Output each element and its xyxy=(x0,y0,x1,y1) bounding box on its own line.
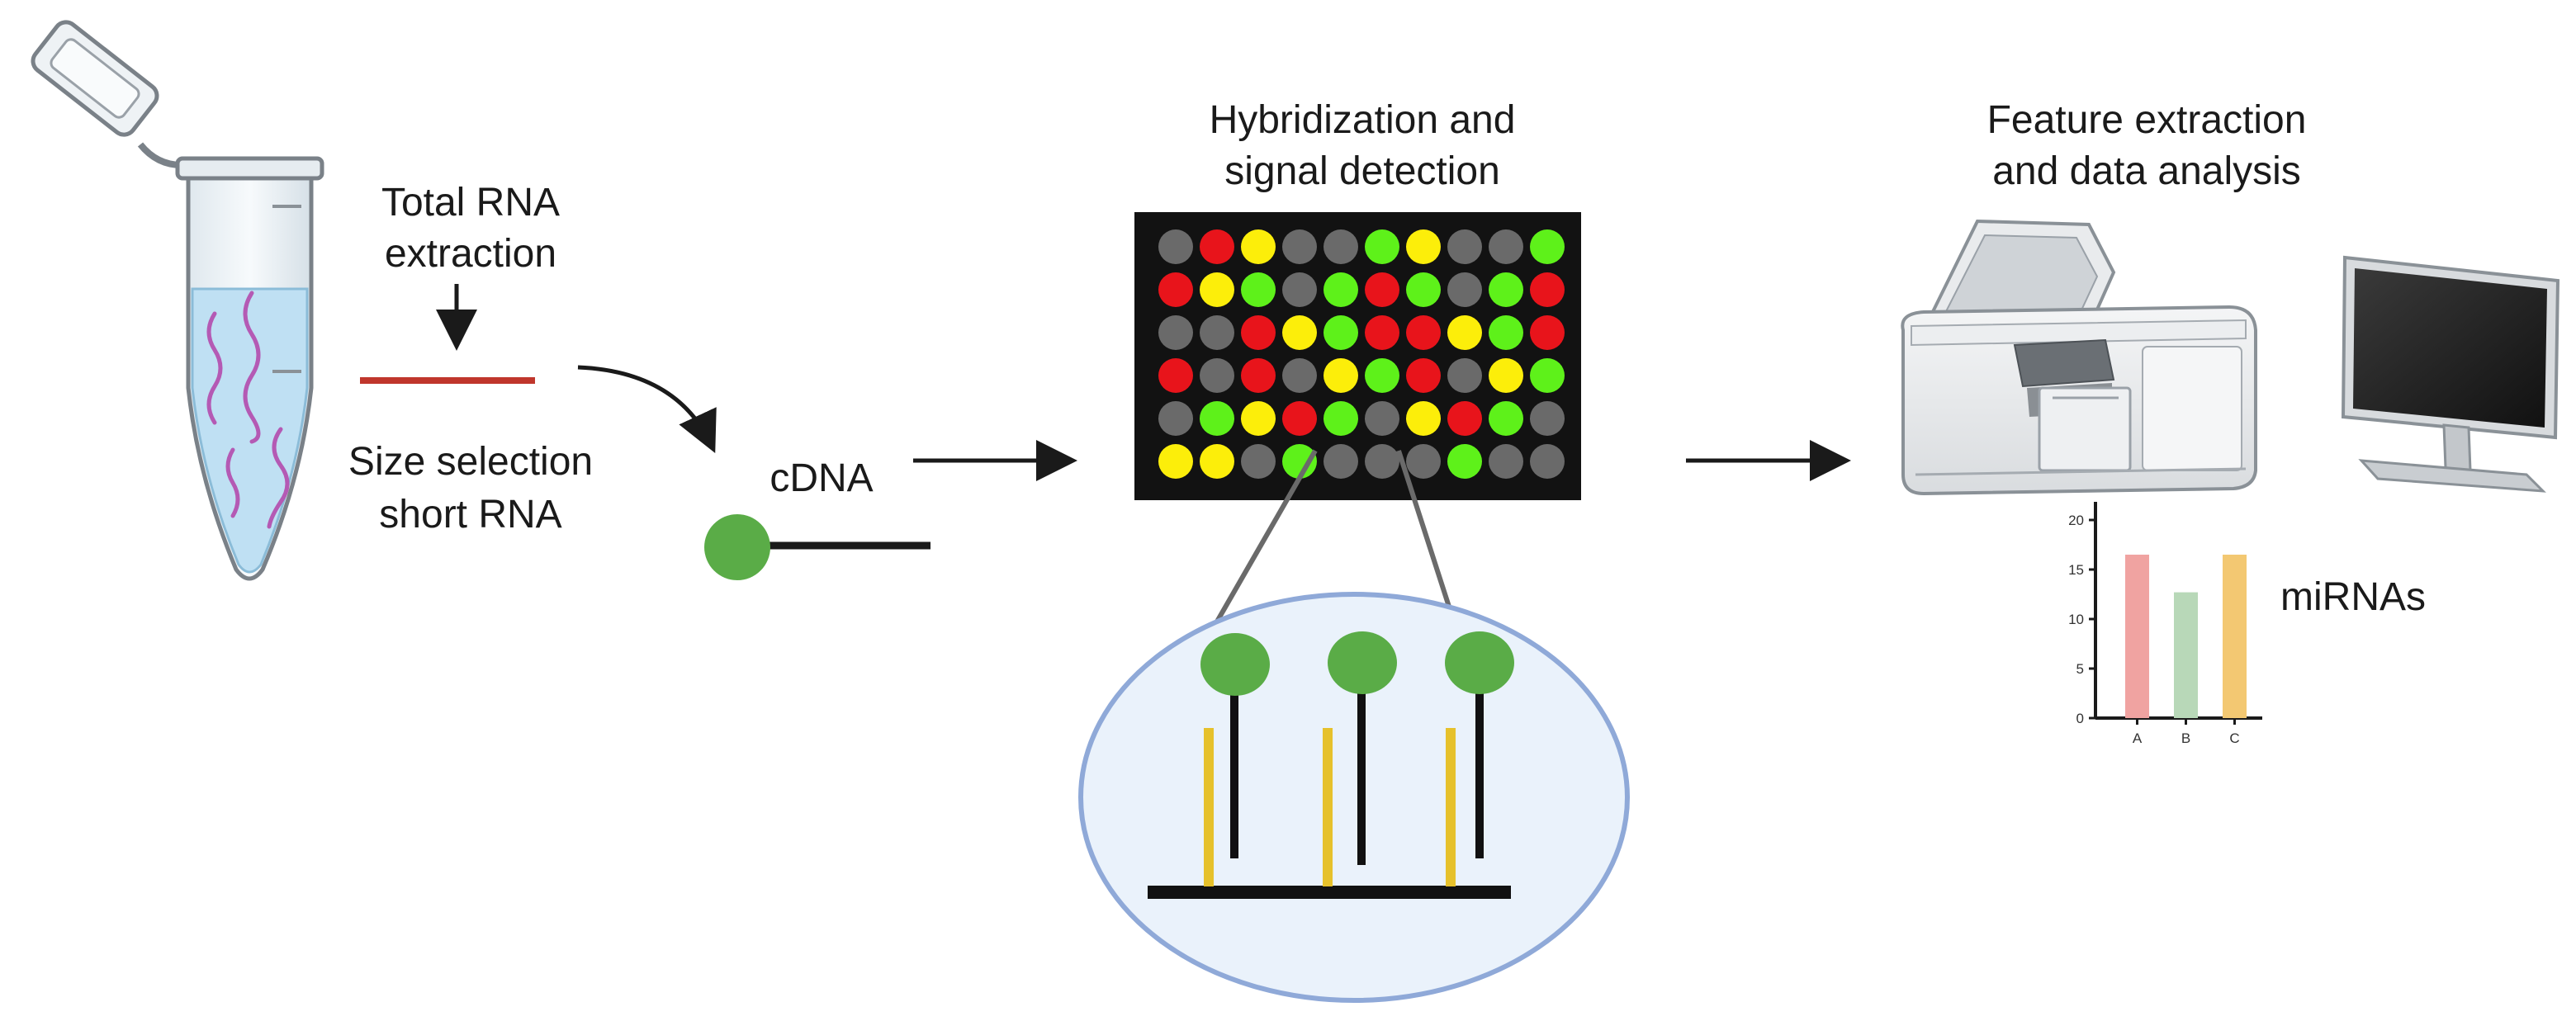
array-spot-red xyxy=(1406,315,1441,350)
array-spot-green xyxy=(1200,401,1234,436)
array-spot-red xyxy=(1241,315,1276,350)
mirna-bar-chart: 0 5 10 15 20A B C xyxy=(2068,502,2262,746)
cdna-probe-icon xyxy=(704,514,930,580)
hybridization-zoom xyxy=(1078,592,1630,1003)
array-spot-grey xyxy=(1489,444,1523,479)
y-tick-label: 5 xyxy=(2076,661,2084,677)
array-spot-grey xyxy=(1241,444,1276,479)
array-spot-yellow xyxy=(1200,272,1234,307)
array-spot-green xyxy=(1530,229,1565,264)
array-spot-green xyxy=(1406,272,1441,307)
array-spot-grey xyxy=(1406,444,1441,479)
x-tick-label: B xyxy=(2181,730,2190,746)
array-spot-red xyxy=(1200,229,1234,264)
array-spot-grey xyxy=(1282,358,1317,393)
total-rna-label-line1: Total RNA xyxy=(381,181,561,225)
feature-extraction-label-line1: Feature extraction xyxy=(1986,98,2307,142)
microarray-scanner-icon xyxy=(1901,219,2257,496)
hybridization-label-line1: Hybridization and xyxy=(1209,98,1516,142)
mirnas-label: miRNAs xyxy=(2280,575,2426,619)
x-tick-label: A xyxy=(2133,730,2143,746)
array-spot-grey xyxy=(1365,401,1399,436)
array-spot-yellow xyxy=(1241,401,1276,436)
zoom-line-left xyxy=(1211,449,1318,629)
array-spot-green xyxy=(1365,358,1399,393)
array-spot-grey xyxy=(1324,229,1358,264)
array-spot-grey xyxy=(1282,229,1317,264)
array-spot-red xyxy=(1365,272,1399,307)
array-spot-yellow xyxy=(1447,315,1482,350)
array-spot-grey xyxy=(1282,272,1317,307)
bar-B xyxy=(2174,592,2198,718)
bar-C xyxy=(2223,555,2247,718)
array-spot-red xyxy=(1282,401,1317,436)
array-spot-yellow xyxy=(1489,358,1523,393)
array-spot-red xyxy=(1447,401,1482,436)
y-tick-label: 15 xyxy=(2068,562,2084,578)
microcentrifuge-tube-icon xyxy=(31,20,324,581)
array-spot-yellow xyxy=(1406,401,1441,436)
array-spot-green xyxy=(1489,272,1523,307)
array-spot-green xyxy=(1324,272,1358,307)
array-spot-grey xyxy=(1447,358,1482,393)
bar-A xyxy=(2125,555,2149,718)
cdna-label: cDNA xyxy=(769,456,874,500)
array-spot-red xyxy=(1158,358,1193,393)
array-spot-red xyxy=(1158,272,1193,307)
array-spot-yellow xyxy=(1241,229,1276,264)
array-spot-green xyxy=(1282,444,1317,479)
array-spot-grey xyxy=(1158,315,1193,350)
array-spot-grey xyxy=(1447,229,1482,264)
array-spot-grey xyxy=(1158,401,1193,436)
array-spot-grey xyxy=(1158,229,1193,264)
array-spot-green xyxy=(1530,358,1565,393)
array-spot-green xyxy=(1241,272,1276,307)
array-spot-red xyxy=(1406,358,1441,393)
array-spot-grey xyxy=(1447,272,1482,307)
array-spot-yellow xyxy=(1406,229,1441,264)
x-tick-label: C xyxy=(2229,730,2239,746)
curved-arrow-icon xyxy=(577,365,717,454)
array-spot-grey xyxy=(1200,358,1234,393)
array-spot-green xyxy=(1489,401,1523,436)
array-spot-red xyxy=(1530,272,1565,307)
size-selection-label-line2: short RNA xyxy=(379,493,562,536)
total-rna-label-line2: extraction xyxy=(384,232,557,276)
array-spot-green xyxy=(1489,315,1523,350)
y-tick-label: 0 xyxy=(2076,711,2084,726)
array-spot-grey xyxy=(1200,315,1234,350)
microarray-spots xyxy=(1158,229,1565,479)
array-spot-grey xyxy=(1324,444,1358,479)
array-spot-yellow xyxy=(1158,444,1193,479)
array-spot-red xyxy=(1241,358,1276,393)
hybridization-label-line2: signal detection xyxy=(1224,149,1500,193)
array-spot-yellow xyxy=(1282,315,1317,350)
array-spot-red xyxy=(1530,315,1565,350)
array-spot-green xyxy=(1324,401,1358,436)
array-spot-grey xyxy=(1365,444,1399,479)
zoom-line-right xyxy=(1396,450,1451,607)
array-spot-grey xyxy=(1530,401,1565,436)
array-spot-grey xyxy=(1489,229,1523,264)
y-tick-label: 10 xyxy=(2068,612,2084,627)
computer-monitor-icon xyxy=(2341,255,2560,493)
feature-extraction-label-line2: and data analysis xyxy=(1992,149,2301,193)
size-selection-label-line1: Size selection xyxy=(348,440,594,484)
array-spot-grey xyxy=(1530,444,1565,479)
array-spot-yellow xyxy=(1324,358,1358,393)
array-spot-green xyxy=(1447,444,1482,479)
array-spot-red xyxy=(1365,315,1399,350)
array-spot-yellow xyxy=(1200,444,1234,479)
array-spot-green xyxy=(1324,315,1358,350)
array-spot-green xyxy=(1365,229,1399,264)
y-tick-label: 20 xyxy=(2068,513,2084,528)
